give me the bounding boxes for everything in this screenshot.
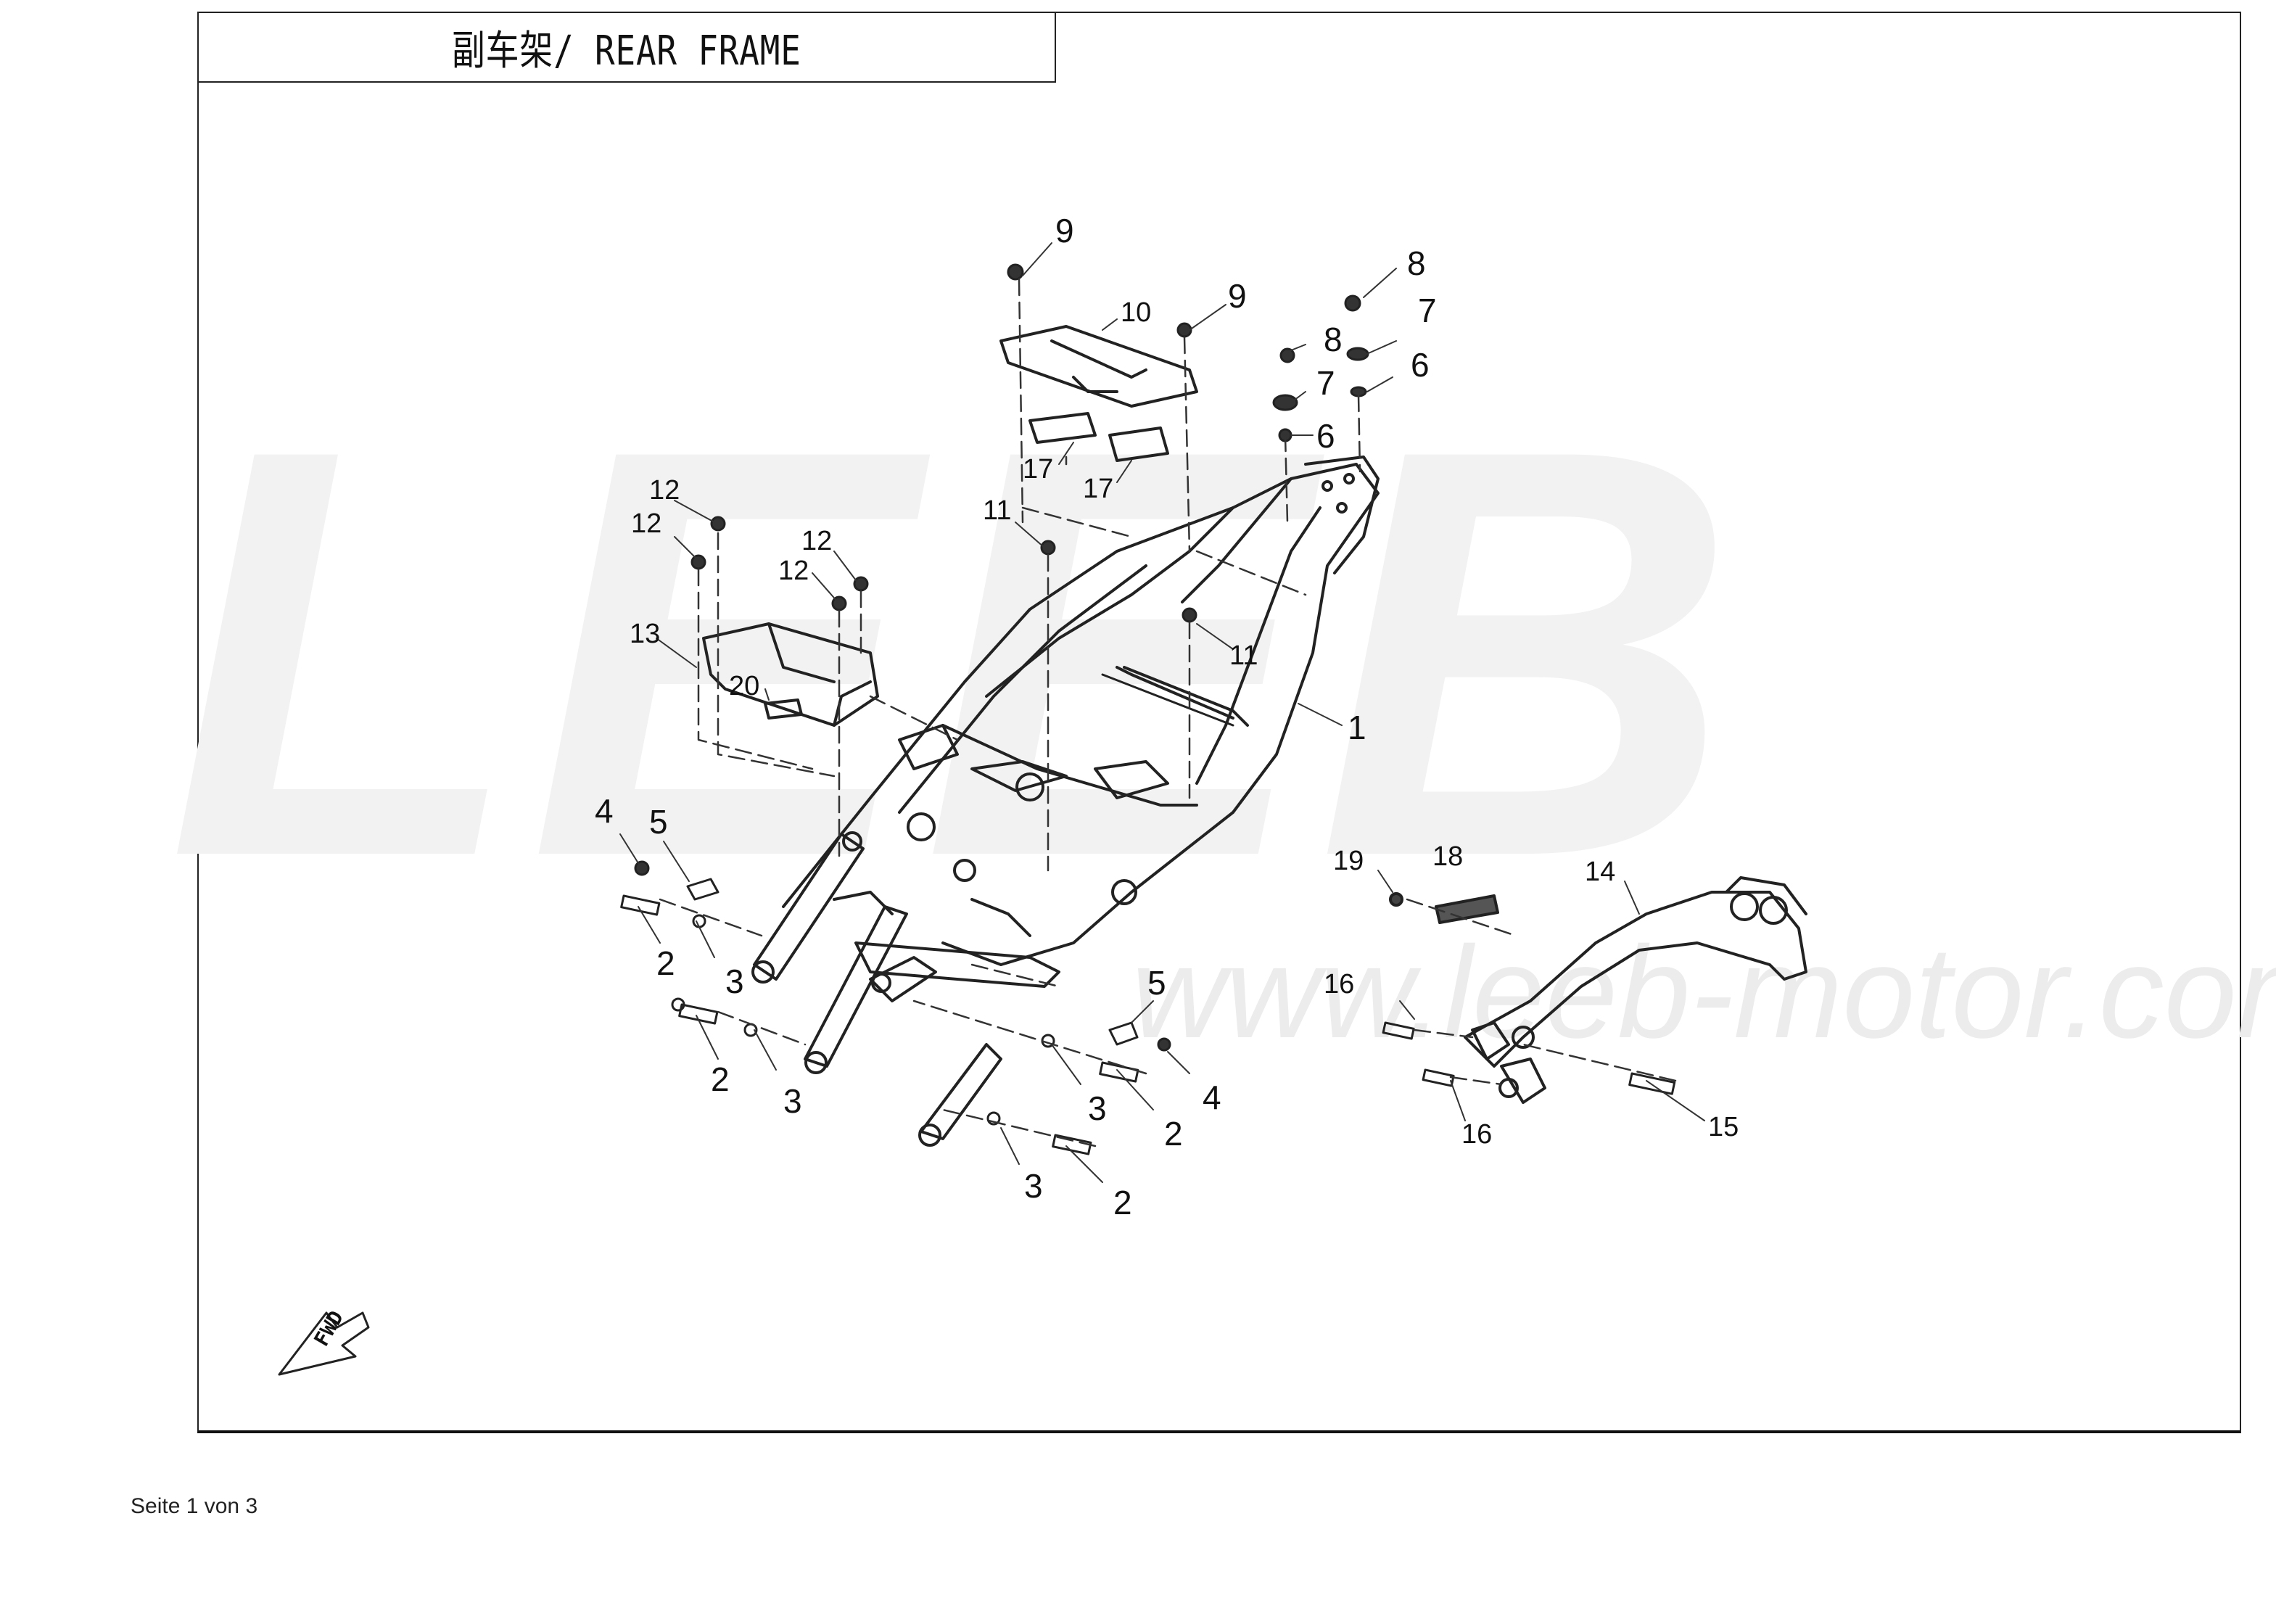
callout-3: 3	[1024, 1167, 1043, 1205]
watermark-logo: LEEB	[167, 377, 1744, 928]
bolts	[620, 894, 1676, 1155]
fwd-arrow-icon	[278, 1311, 370, 1376]
callout-19: 19	[1333, 846, 1364, 876]
grab-handle-part	[1464, 876, 1807, 1104]
title-box: 副车架/ REAR FRAME	[197, 12, 1056, 83]
callout-11: 11	[983, 495, 1012, 526]
fasteners	[634, 263, 1369, 1126]
drawing-sheet-border	[197, 12, 2241, 1433]
callout-4: 4	[1203, 1079, 1221, 1116]
callout-16: 16	[1324, 969, 1355, 999]
callout-3: 3	[783, 1082, 802, 1120]
clip-part-19	[1389, 892, 1403, 907]
mesh-part-18	[1435, 894, 1499, 924]
page-title: 副车架/ REAR FRAME	[452, 27, 801, 75]
callout-9: 9	[1055, 212, 1074, 250]
callout-17: 17	[1083, 474, 1114, 504]
callout-2: 2	[711, 1060, 730, 1098]
callout-18: 18	[1432, 841, 1464, 872]
callout-15: 15	[1708, 1112, 1739, 1142]
pad-20	[764, 698, 803, 720]
callout-1: 1	[1348, 709, 1366, 746]
callout-7: 7	[1316, 364, 1335, 402]
callout-2: 2	[1164, 1115, 1183, 1153]
callout-12: 12	[631, 508, 662, 539]
callout-4: 4	[595, 792, 614, 830]
callout-8: 8	[1407, 244, 1426, 282]
battery-tray-part	[999, 325, 1198, 408]
callout-2: 2	[656, 944, 675, 982]
callout-20: 20	[729, 671, 760, 701]
callout-6: 6	[1411, 346, 1430, 384]
side-plate-left	[751, 831, 1002, 1147]
callout-7: 7	[1418, 292, 1437, 329]
callout-8: 8	[1324, 321, 1343, 358]
callout-12: 12	[801, 526, 833, 556]
callout-3: 3	[1088, 1089, 1107, 1127]
leader-lines	[619, 242, 1705, 1183]
bracket-part-13	[702, 622, 879, 727]
callout-5: 5	[649, 803, 668, 841]
callout-3: 3	[725, 963, 744, 1000]
callout-6: 6	[1316, 417, 1335, 455]
callout-5: 5	[1147, 964, 1166, 1002]
callout-14: 14	[1585, 857, 1616, 887]
page-footer: Seite 1 von 3	[131, 1494, 258, 1518]
pad-17-right	[1108, 426, 1169, 462]
callout-2: 2	[1113, 1184, 1132, 1221]
assembly-guide-lines	[659, 278, 1677, 1147]
callout-16: 16	[1461, 1119, 1493, 1150]
callout-13: 13	[630, 619, 661, 649]
pad-17-left	[1028, 412, 1097, 444]
callout-11: 11	[1229, 640, 1258, 671]
callout-12: 12	[649, 475, 680, 506]
callout-10: 10	[1121, 297, 1152, 328]
callout-9: 9	[1228, 277, 1247, 315]
callout-12: 12	[778, 556, 809, 586]
rear-frame-part	[782, 456, 1380, 988]
callout-17: 17	[1023, 454, 1054, 485]
